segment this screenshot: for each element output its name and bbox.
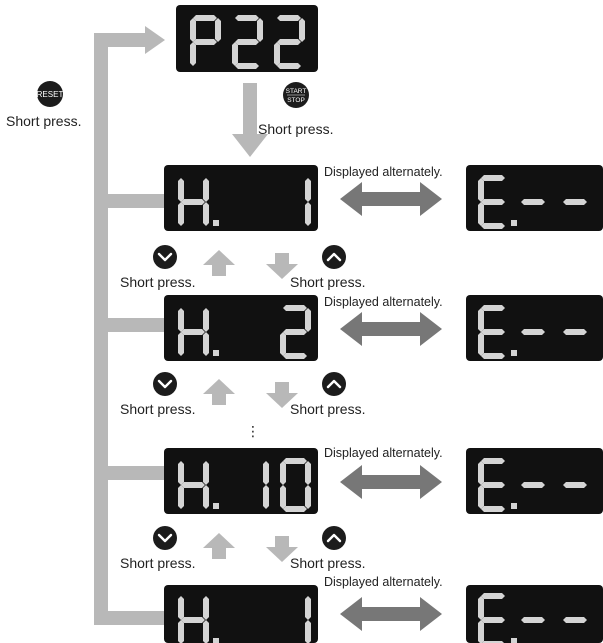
displayed-alternately-label-4: Displayed alternately. <box>324 575 443 589</box>
up-arrow-3 <box>203 533 235 559</box>
display-h1 <box>164 165 318 231</box>
double-arrow-3 <box>340 465 442 499</box>
down-arrow-2 <box>266 382 298 408</box>
up-arrow-2 <box>203 379 235 405</box>
short-press-label-down-2: Short press. <box>120 401 196 417</box>
displayed-alternately-label-3: Displayed alternately. <box>324 446 443 460</box>
double-arrow-4 <box>340 597 442 631</box>
display-error-2 <box>466 295 603 361</box>
down-button-icon-1[interactable] <box>153 245 177 269</box>
up-button-icon-1[interactable] <box>322 245 346 269</box>
display-error-4 <box>466 585 603 643</box>
double-arrow-1 <box>340 182 442 216</box>
up-button-icon-3[interactable] <box>322 526 346 550</box>
displayed-alternately-label-2: Displayed alternately. <box>324 295 443 309</box>
down-arrow-start <box>232 83 268 157</box>
down-arrow-1 <box>266 253 298 279</box>
reset-button-label: RESET <box>37 90 64 99</box>
displayed-alternately-label-1: Displayed alternately. <box>324 165 443 179</box>
short-press-label-start: Short press. <box>258 121 334 137</box>
down-arrow-3 <box>266 536 298 562</box>
start-label: START <box>286 88 307 95</box>
display-h1-again <box>164 585 318 643</box>
up-button-icon-2[interactable] <box>322 372 346 396</box>
down-button-icon-3[interactable] <box>153 526 177 550</box>
double-arrow-2 <box>340 312 442 346</box>
ellipsis-vertical: ⋮ <box>246 423 260 439</box>
display-h10 <box>164 448 318 514</box>
display-error-3 <box>466 448 603 514</box>
display-p22 <box>176 5 318 72</box>
short-press-label-up-2: Short press. <box>290 401 366 417</box>
short-press-label-down-1: Short press. <box>120 274 196 290</box>
up-arrow-1 <box>203 250 235 276</box>
short-press-label-up-1: Short press. <box>290 274 366 290</box>
start-stop-button[interactable]: START STOP <box>283 82 309 108</box>
down-button-icon-2[interactable] <box>153 372 177 396</box>
reset-button[interactable]: RESET <box>37 81 64 107</box>
short-press-label-down-3: Short press. <box>120 555 196 571</box>
short-press-label-up-3: Short press. <box>290 555 366 571</box>
stop-label: STOP <box>287 97 305 104</box>
short-press-label-reset: Short press. <box>6 113 82 129</box>
display-h2 <box>164 295 318 361</box>
loop-connector <box>94 26 165 625</box>
display-error-1 <box>466 165 603 231</box>
